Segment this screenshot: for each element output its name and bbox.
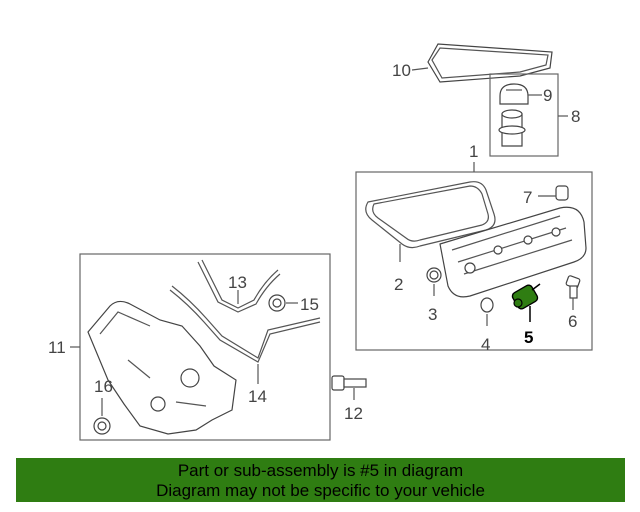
part-12-bolt[interactable] xyxy=(331,375,367,391)
part-9-oil-cap[interactable] xyxy=(499,83,529,105)
callout-13: 13 xyxy=(228,273,247,292)
part-valve-cover[interactable] xyxy=(439,206,587,298)
callout-15: 15 xyxy=(300,295,319,314)
parts-diagram: 10 8 9 1 7 2 3 xyxy=(48,43,593,441)
callout-5: 5 xyxy=(524,328,533,347)
callout-16: 16 xyxy=(94,377,113,396)
banner-line-2: Diagram may not be specific to your vehi… xyxy=(156,481,485,500)
callout-10: 10 xyxy=(392,61,411,80)
part-10-gasket[interactable] xyxy=(427,43,553,83)
part-14-gasket[interactable] xyxy=(169,285,321,363)
callout-1: 1 xyxy=(469,142,478,161)
part-5-pcv-valve[interactable] xyxy=(511,283,541,311)
part-15-seal[interactable] xyxy=(268,294,286,312)
part-13-gasket[interactable] xyxy=(197,259,281,313)
callout-4: 4 xyxy=(481,335,490,354)
info-banner: Part or sub-assembly is #5 in diagram Di… xyxy=(16,458,625,502)
callout-2: 2 xyxy=(394,275,403,294)
callout-3: 3 xyxy=(428,305,437,324)
part-timing-cover[interactable] xyxy=(87,300,237,435)
part-3-seal[interactable] xyxy=(426,267,442,283)
callout-8: 8 xyxy=(571,107,580,126)
part-6-bolt[interactable] xyxy=(565,275,581,299)
part-7-bolt[interactable] xyxy=(555,185,569,201)
callout-14: 14 xyxy=(248,387,267,406)
callout-11: 11 xyxy=(48,338,66,357)
callout-12: 12 xyxy=(344,404,363,423)
part-4-seal[interactable] xyxy=(480,297,494,313)
part-16-seal[interactable] xyxy=(93,417,111,435)
callout-6: 6 xyxy=(568,312,577,331)
callout-7: 7 xyxy=(523,188,532,207)
callout-9: 9 xyxy=(543,86,552,105)
group-box-8 xyxy=(489,73,559,157)
banner-line-1: Part or sub-assembly is #5 in diagram xyxy=(177,461,464,480)
part-8-filler-tube[interactable] xyxy=(498,109,526,147)
